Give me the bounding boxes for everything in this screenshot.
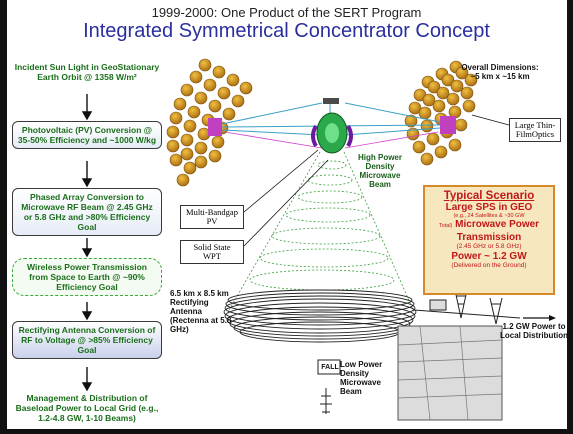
- right-mirror-array: [404, 60, 478, 166]
- program-subtitle: 1999-2000: One Product of the SERT Progr…: [151, 5, 422, 20]
- guide-wires: [224, 131, 439, 149]
- bottom-border: [0, 429, 573, 434]
- film-optics-callout: Large Thin-FilmOptics: [509, 118, 561, 142]
- step-rectifying-antenna: Rectifying Antenna Conversion of RF to V…: [12, 321, 162, 359]
- flow-arrows: [81, 94, 93, 392]
- top-mast: [323, 98, 339, 104]
- left-mirror-array: [166, 58, 253, 187]
- grid-power-label: 1.2 GW Power to Local Distribution: [500, 322, 568, 340]
- scenario-title: Typical Scenario: [443, 190, 535, 202]
- step-wireless-transmission: Wireless Power Transmission from Space t…: [12, 258, 162, 296]
- multi-bandgap-callout: Multi-Bandgap PV: [180, 205, 244, 229]
- leader-lines: [243, 114, 510, 247]
- control-building-label: FALL: [321, 364, 339, 371]
- left-reflector-panel: [208, 118, 222, 136]
- scenario-line3: Transmission: [456, 232, 522, 243]
- power-line: [413, 289, 521, 325]
- scenario-line2: Microwave Power: [455, 219, 540, 230]
- low-power-beam-label: Low Power Density Microwave Beam: [340, 360, 383, 396]
- right-border: [567, 0, 573, 434]
- scenario-line2-pre: Total): [438, 223, 453, 229]
- step-phased-array: Phased Array Conversion to Microwave RF …: [12, 188, 162, 236]
- rectenna-field: [223, 289, 417, 343]
- inset-photo: [397, 325, 503, 421]
- scenario-power: Power ~ 1.2 GW: [451, 251, 527, 262]
- step-pv-conversion: Photovoltaic (PV) Conversion @ 35-50% Ef…: [12, 121, 162, 149]
- inset-photo-texture: [397, 325, 503, 421]
- substation: [429, 299, 447, 311]
- overall-dimensions-label: Overall Dimensions: ~5 km x ~15 km: [461, 63, 539, 81]
- left-border: [0, 0, 7, 434]
- scenario-delivered: (Delivered on the Ground): [451, 262, 527, 269]
- solid-state-callout: Solid State WPT: [180, 240, 244, 264]
- high-power-beam-label: High Power Density Microwave Beam: [357, 153, 402, 189]
- transmitter-tower: [320, 388, 332, 414]
- satellite-core: [325, 123, 339, 143]
- diagram-title: Integrated Symmetrical Concentrator Conc…: [83, 20, 490, 42]
- step-incident-sunlight: Incident Sun Light in GeoStationary Eart…: [14, 62, 160, 82]
- right-reflector-panel: [440, 116, 456, 134]
- rectenna-label: 6.5 km x 8.5 km Rectifying Antenna (Rect…: [170, 289, 232, 334]
- scenario-line1-sub: (e.g., 24 Satellites & ~30 GW: [453, 213, 525, 219]
- typical-scenario-box: Typical Scenario Large SPS in GEO (e.g.,…: [423, 185, 555, 295]
- distribution-arrow: [549, 315, 556, 321]
- step-distribution: Management & Distribution of Baseload Po…: [15, 393, 159, 423]
- scenario-frequency: (2.45 GHz or 5.8 GHz): [456, 243, 522, 250]
- scenario-line1: Large SPS in GEO: [445, 202, 533, 213]
- control-building: [317, 359, 341, 375]
